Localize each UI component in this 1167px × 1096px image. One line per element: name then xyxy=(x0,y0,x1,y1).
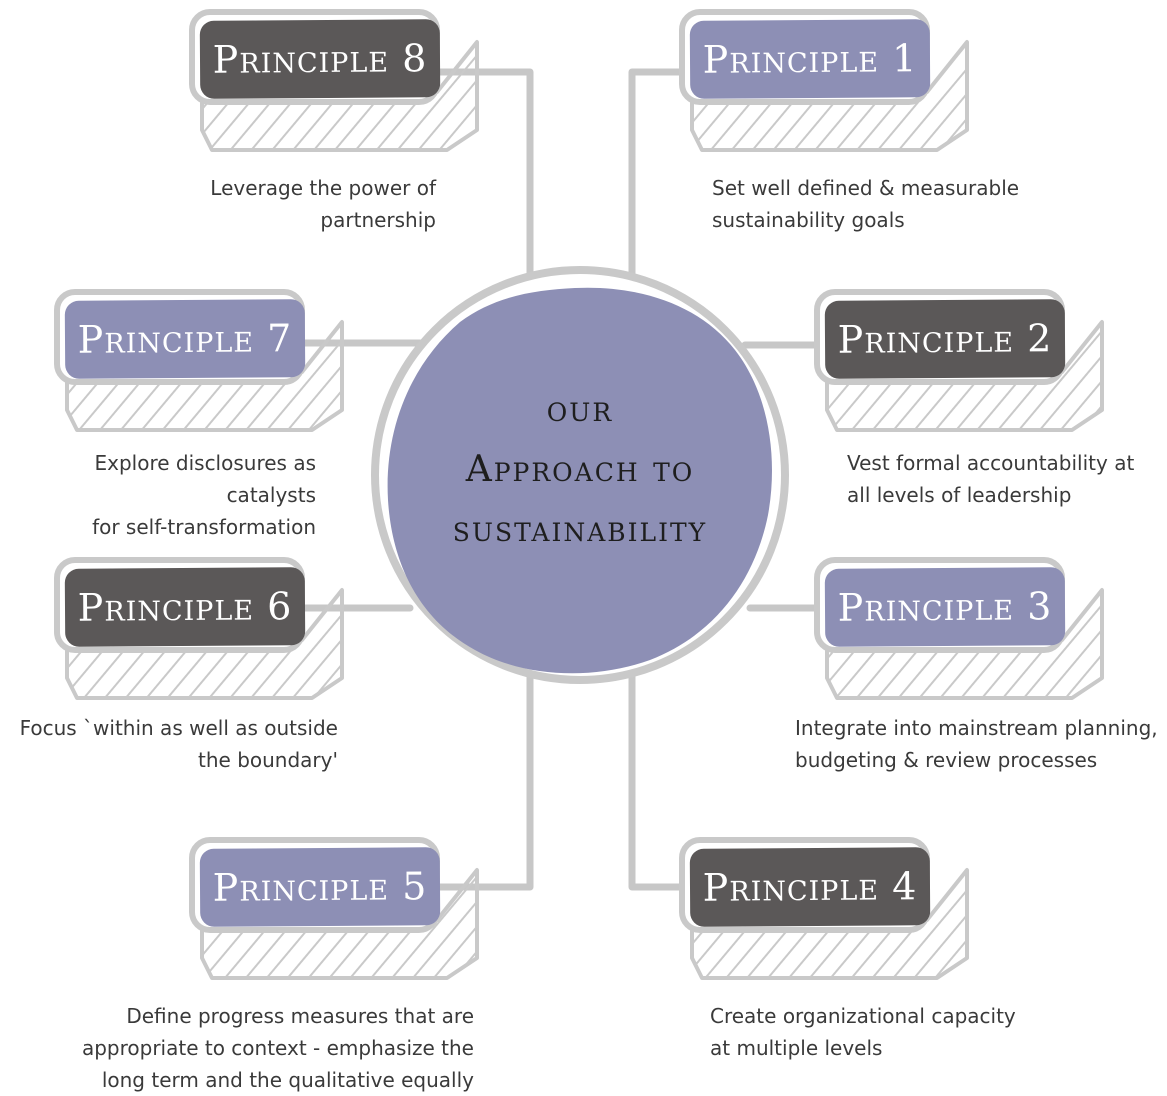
principle-4-description: Create organizational capacity at multip… xyxy=(710,1004,1016,1060)
principle-6-description: Focus `within as well as outside the bou… xyxy=(19,716,338,772)
center-paint-blob xyxy=(387,287,772,674)
center-title: our Approach to sustainability xyxy=(452,389,708,550)
principle-2-label: Principle 2 xyxy=(824,299,1066,379)
principle-3-label: Principle 3 xyxy=(824,567,1066,647)
center-hub xyxy=(371,266,789,684)
principle-1-description: Set well defined & measurable sustainabi… xyxy=(712,176,1020,232)
connector-principle-4 xyxy=(628,656,694,891)
connector-principle-5 xyxy=(436,656,534,891)
principle-8-description: Leverage the power of partnership xyxy=(210,176,436,232)
principle-1-label: Principle 1 xyxy=(689,19,931,99)
principle-2-description: Vest formal accountability at all levels… xyxy=(847,451,1135,507)
principle-7-label: Principle 7 xyxy=(64,299,306,379)
principle-6-label: Principle 6 xyxy=(64,567,306,647)
principle-3-description: Integrate into mainstream planning, budg… xyxy=(795,716,1158,772)
principle-8-label: Principle 8 xyxy=(199,19,441,99)
principle-4-label: Principle 4 xyxy=(689,847,931,927)
principle-7-description: Explore disclosures as catalysts for sel… xyxy=(92,451,316,539)
connector-principle-1 xyxy=(628,68,694,334)
principle-5-label: Principle 5 xyxy=(199,847,441,927)
principle-5-description: Define progress measures that are approp… xyxy=(81,1004,474,1092)
